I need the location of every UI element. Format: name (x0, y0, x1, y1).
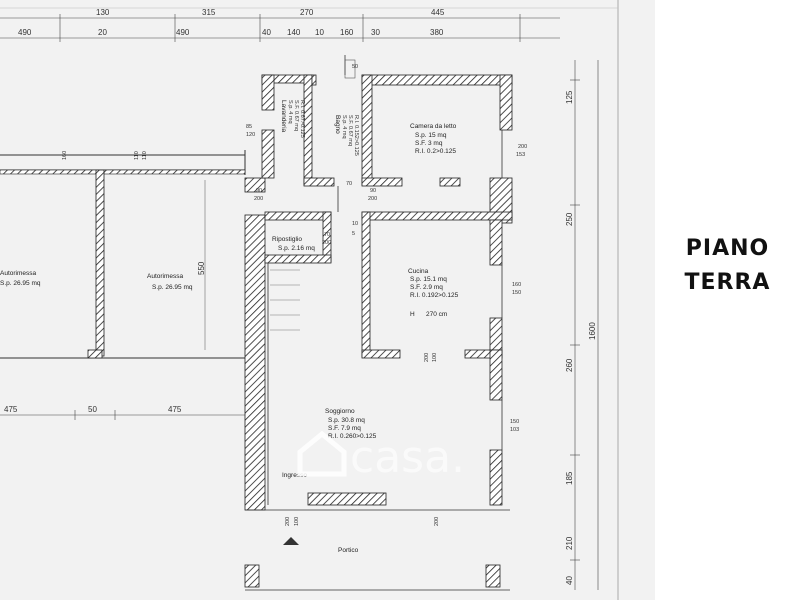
portico-name: Portico (338, 547, 359, 554)
cucina-sf: S.F. 2.9 mq (410, 284, 443, 291)
mid-dim-50: 50 (88, 405, 97, 414)
right-dim-125: 125 (565, 90, 574, 104)
cucina-h: H (410, 311, 415, 318)
cucina-sp: S.p. 15.1 mq (410, 276, 447, 283)
dim-50: 50 (352, 64, 358, 70)
floor-plan-drawing: 130 315 270 445 490 20 490 40 140 10 160… (0, 0, 619, 600)
lavanderia-sf: S.F. 0.67 mq (293, 100, 299, 131)
dim-10: 10 (352, 221, 358, 227)
watermark-text: casa. (350, 432, 465, 483)
dim-110-b: 110 (142, 151, 148, 160)
house-logo-icon (297, 430, 347, 477)
mid-dim-475-b: 475 (168, 405, 182, 414)
autorimessa-left-name: Autorimessa (0, 270, 37, 277)
floor-title-line1: PIANO (685, 236, 770, 261)
camera-name: Camera da letto (410, 123, 457, 130)
dim-153: 153 (516, 152, 525, 158)
dim-70: 70 (324, 232, 330, 238)
cucina-name: Cucina (408, 268, 429, 275)
top-dim-490-b: 490 (176, 28, 190, 37)
bagno-sp: S.p. 4 mq (341, 115, 347, 139)
ripostiglio-sp: S.p. 2.16 mq (278, 245, 315, 252)
soggiorno-ri: R.I. 0.260>0.125 (328, 433, 377, 440)
dim-90-b: 90 (370, 188, 376, 194)
top-dim-140: 140 (287, 28, 301, 37)
right-dim-250: 250 (565, 212, 574, 226)
dim-103: 103 (510, 427, 519, 433)
house-walls (244, 74, 513, 588)
top-dim-20: 20 (98, 28, 107, 37)
dim-70-b: 70 (346, 181, 352, 187)
top-dim-40: 40 (262, 28, 271, 37)
bagno-sf: S.F. 0.67 mq (347, 115, 353, 146)
dim-90-a: 90 (256, 188, 262, 194)
floor-plan: 130 315 270 445 490 20 490 40 140 10 160… (0, 0, 655, 600)
dim-150-b: 150 (510, 419, 519, 425)
dim-120: 120 (246, 132, 255, 138)
dim-160: 160 (62, 151, 68, 160)
lavanderia-ri: R.I. 0.67>0.125 (299, 100, 305, 138)
top-dim-445: 445 (431, 8, 445, 17)
top-dim-160: 160 (340, 28, 354, 37)
mid-dim-475-a: 475 (4, 405, 18, 414)
bagno-ri: R.I. 0.152>0.125 (353, 115, 359, 156)
dim-100: 100 (432, 353, 438, 362)
casa-watermark: casa. (297, 430, 465, 483)
lavanderia-sp: S.p. 4 mq (287, 100, 293, 124)
ripostiglio-name: Ripostiglio (272, 236, 302, 243)
dim-5: 5 (352, 231, 355, 237)
garage-height-550: 550 (197, 261, 206, 275)
top-dim-30: 30 (371, 28, 380, 37)
dim-150: 150 (512, 290, 521, 296)
soggiorno-sf: S.F. 7.9 mq (328, 425, 361, 432)
dim-200-b: 200 (368, 196, 377, 202)
autorimessa-name: Autorimessa (147, 273, 184, 280)
camera-sp: S.p. 15 mq (415, 132, 447, 139)
dim-200-f: 200 (285, 517, 291, 526)
top-dimension-lines (0, 14, 560, 42)
right-dimension-lines (570, 60, 599, 590)
dim-200-d: 200 (518, 144, 527, 150)
floor-title-line2: TERRA (684, 270, 771, 295)
soggiorno-sp: S.p. 30.8 mq (328, 417, 365, 424)
right-dim-40: 40 (565, 576, 574, 585)
dim-200-c: 200 (322, 240, 331, 246)
garage-outline (0, 150, 246, 359)
cucina-height: 270 cm (426, 311, 447, 318)
camera-ri: R.I. 0.2>0.125 (415, 148, 456, 155)
dim-200-g: 200 (434, 517, 440, 526)
ingresso-name: Ingresso (282, 472, 307, 479)
dim-100-b: 100 (294, 517, 300, 526)
top-dim-130: 130 (96, 8, 110, 17)
top-dim-380: 380 (430, 28, 444, 37)
autorimessa-area: S.p. 26.95 mq (152, 284, 193, 291)
dim-200-a: 200 (254, 196, 263, 202)
entrance-arrow-icon (283, 537, 299, 545)
dim-160-b: 160 (512, 282, 521, 288)
dim-110-a: 110 (134, 151, 140, 160)
floor-title: PIANO TERRA (660, 232, 795, 300)
right-dim-185: 185 (565, 471, 574, 485)
top-dim-270: 270 (300, 8, 314, 17)
right-dim-210: 210 (565, 536, 574, 550)
cucina-ri: R.I. 0.192>0.125 (410, 292, 459, 299)
top-dim-490-a: 490 (18, 28, 32, 37)
right-dim-260: 260 (565, 358, 574, 372)
soggiorno-name: Soggiorno (325, 408, 355, 415)
top-dim-315: 315 (202, 8, 216, 17)
top-dim-10: 10 (315, 28, 324, 37)
dim-200-e: 200 (424, 353, 430, 362)
right-dim-1600: 1600 (588, 322, 597, 340)
bagno-name: Bagno (334, 115, 341, 134)
camera-sf: S.F. 3 mq (415, 140, 443, 147)
lavanderia-name: Lavanderia (280, 100, 287, 133)
dim-85: 85 (246, 124, 252, 130)
autorimessa-left-area: S.p. 26.95 mq (0, 280, 41, 287)
